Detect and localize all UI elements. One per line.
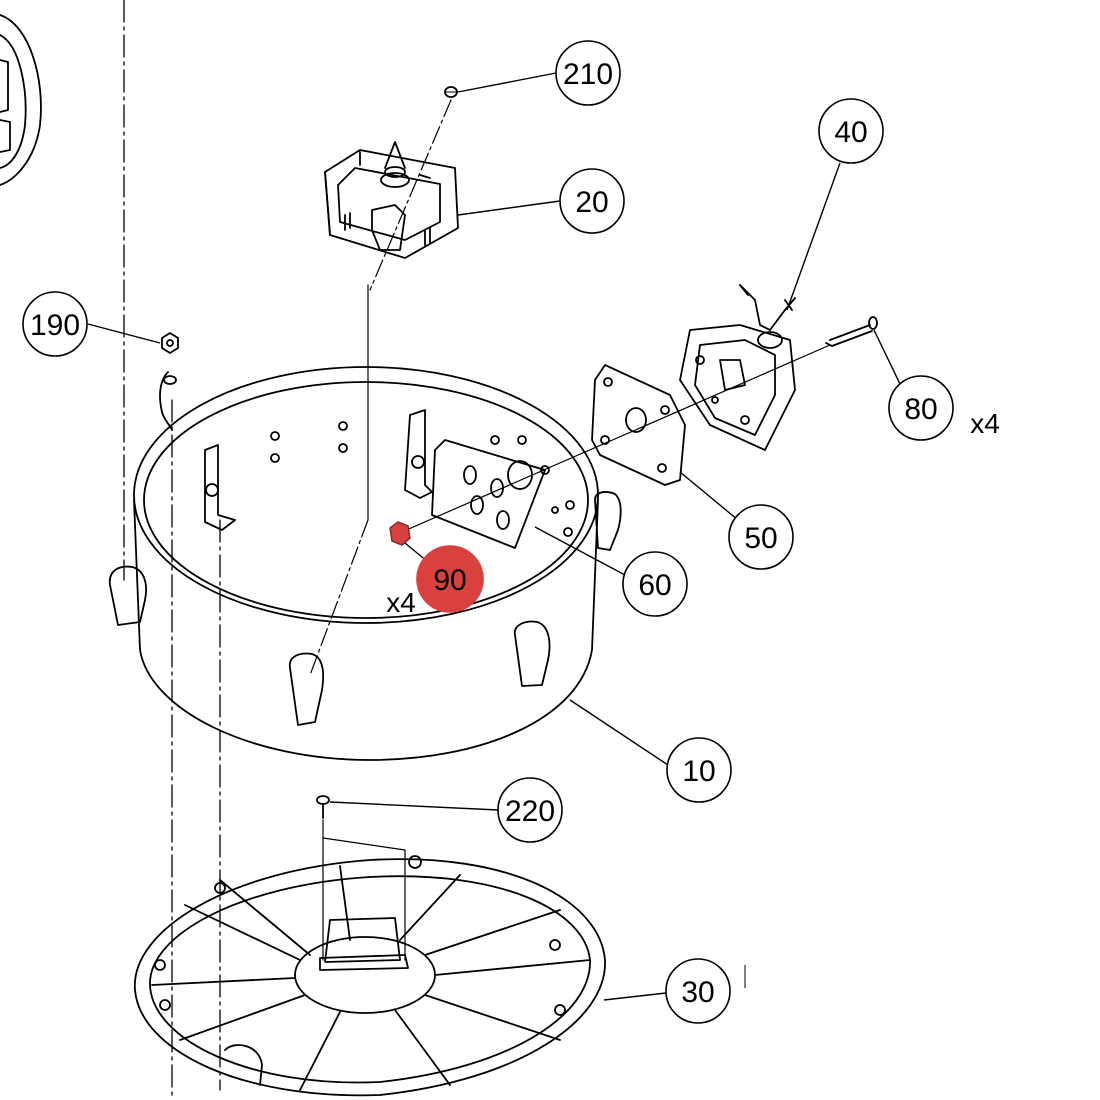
part-220-screw (316, 795, 330, 819)
callout-60-label: 60 (638, 569, 671, 602)
leader-220 (329, 801, 499, 811)
callout-90[interactable]: 90 (416, 545, 484, 613)
callout-20-label: 20 (575, 186, 608, 219)
part-40-clamp (679, 284, 796, 451)
callout-20[interactable]: 20 (559, 168, 625, 234)
axis-line-210 (369, 99, 452, 291)
part-60-backplate (431, 439, 546, 549)
callout-40[interactable]: 40 (818, 98, 884, 164)
callout-90-label: 90 (433, 564, 466, 597)
part-20-bracket (324, 141, 459, 259)
callout-210[interactable]: 210 (555, 40, 621, 106)
leader-10 (569, 699, 669, 766)
leader-80 (873, 329, 901, 385)
leader-190 (87, 323, 161, 344)
callout-190-label: 190 (30, 309, 80, 342)
callout-10-label: 10 (682, 755, 715, 788)
leader-20 (457, 200, 561, 216)
part-30-base (134, 855, 606, 1097)
callout-80-label: 80 (904, 393, 937, 426)
leader-60 (534, 526, 626, 576)
part-10-ring (108, 366, 622, 761)
axis-line-80 (394, 344, 831, 536)
callout-210-label: 210 (563, 58, 613, 91)
axis-line-20-down-dash (309, 519, 369, 676)
axis-line-220 (322, 819, 406, 961)
callout-10[interactable]: 10 (666, 737, 732, 803)
part-80-bolt (825, 316, 878, 347)
callout-40-label: 40 (834, 116, 867, 149)
callout-80[interactable]: 80 (888, 375, 954, 441)
callout-190[interactable]: 190 (22, 291, 88, 357)
part-190-nut (159, 332, 179, 431)
callout-30-label: 30 (681, 976, 714, 1009)
callout-220[interactable]: 220 (497, 777, 563, 843)
leader-30 (603, 992, 667, 1001)
multiplier-80: x4 (970, 408, 1000, 439)
callout-30[interactable]: 30 (665, 958, 731, 1024)
leader-210 (457, 72, 557, 93)
callout-60[interactable]: 60 (622, 551, 688, 617)
callout-50[interactable]: 50 (728, 504, 794, 570)
parts-drawing (0, 0, 878, 1100)
leader-lines (87, 72, 901, 1001)
adjacent-part-edge (0, 14, 42, 186)
part-90-nut (389, 521, 411, 546)
callout-50-label: 50 (744, 522, 777, 555)
multiplier-90: x4 (386, 587, 416, 618)
leader-40 (786, 162, 841, 311)
part-50-plate (591, 364, 686, 486)
part-210-screw (444, 86, 458, 98)
leader-50 (679, 471, 739, 521)
callout-220-label: 220 (505, 795, 555, 828)
